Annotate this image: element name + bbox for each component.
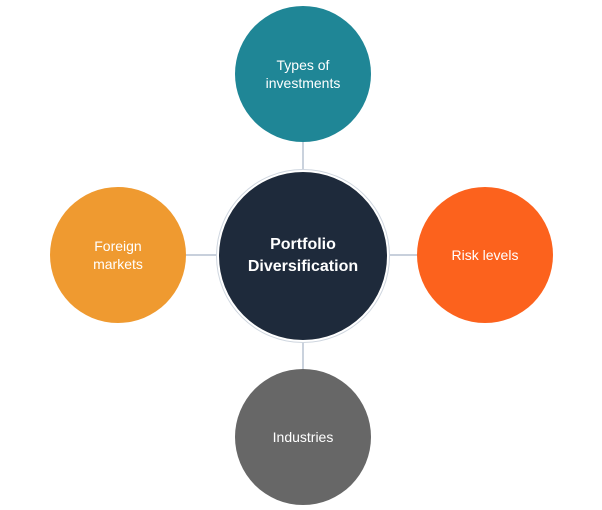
node-foreign-markets: Foreign markets bbox=[50, 187, 186, 323]
node-industries: Industries bbox=[235, 369, 371, 505]
node-foreign-markets-label: Foreign markets bbox=[93, 237, 143, 272]
node-industries-label: Industries bbox=[272, 428, 334, 445]
node-risk-levels: Risk levels bbox=[417, 187, 553, 323]
node-risk-levels-label: Risk levels bbox=[451, 246, 519, 263]
node-types-of-investments-label: Types of investments bbox=[265, 56, 341, 91]
node-types-of-investments: Types of investments bbox=[235, 6, 371, 142]
node-portfolio-diversification-label: Portfolio Diversification bbox=[247, 236, 359, 275]
node-portfolio-diversification: Portfolio Diversification bbox=[217, 170, 389, 342]
